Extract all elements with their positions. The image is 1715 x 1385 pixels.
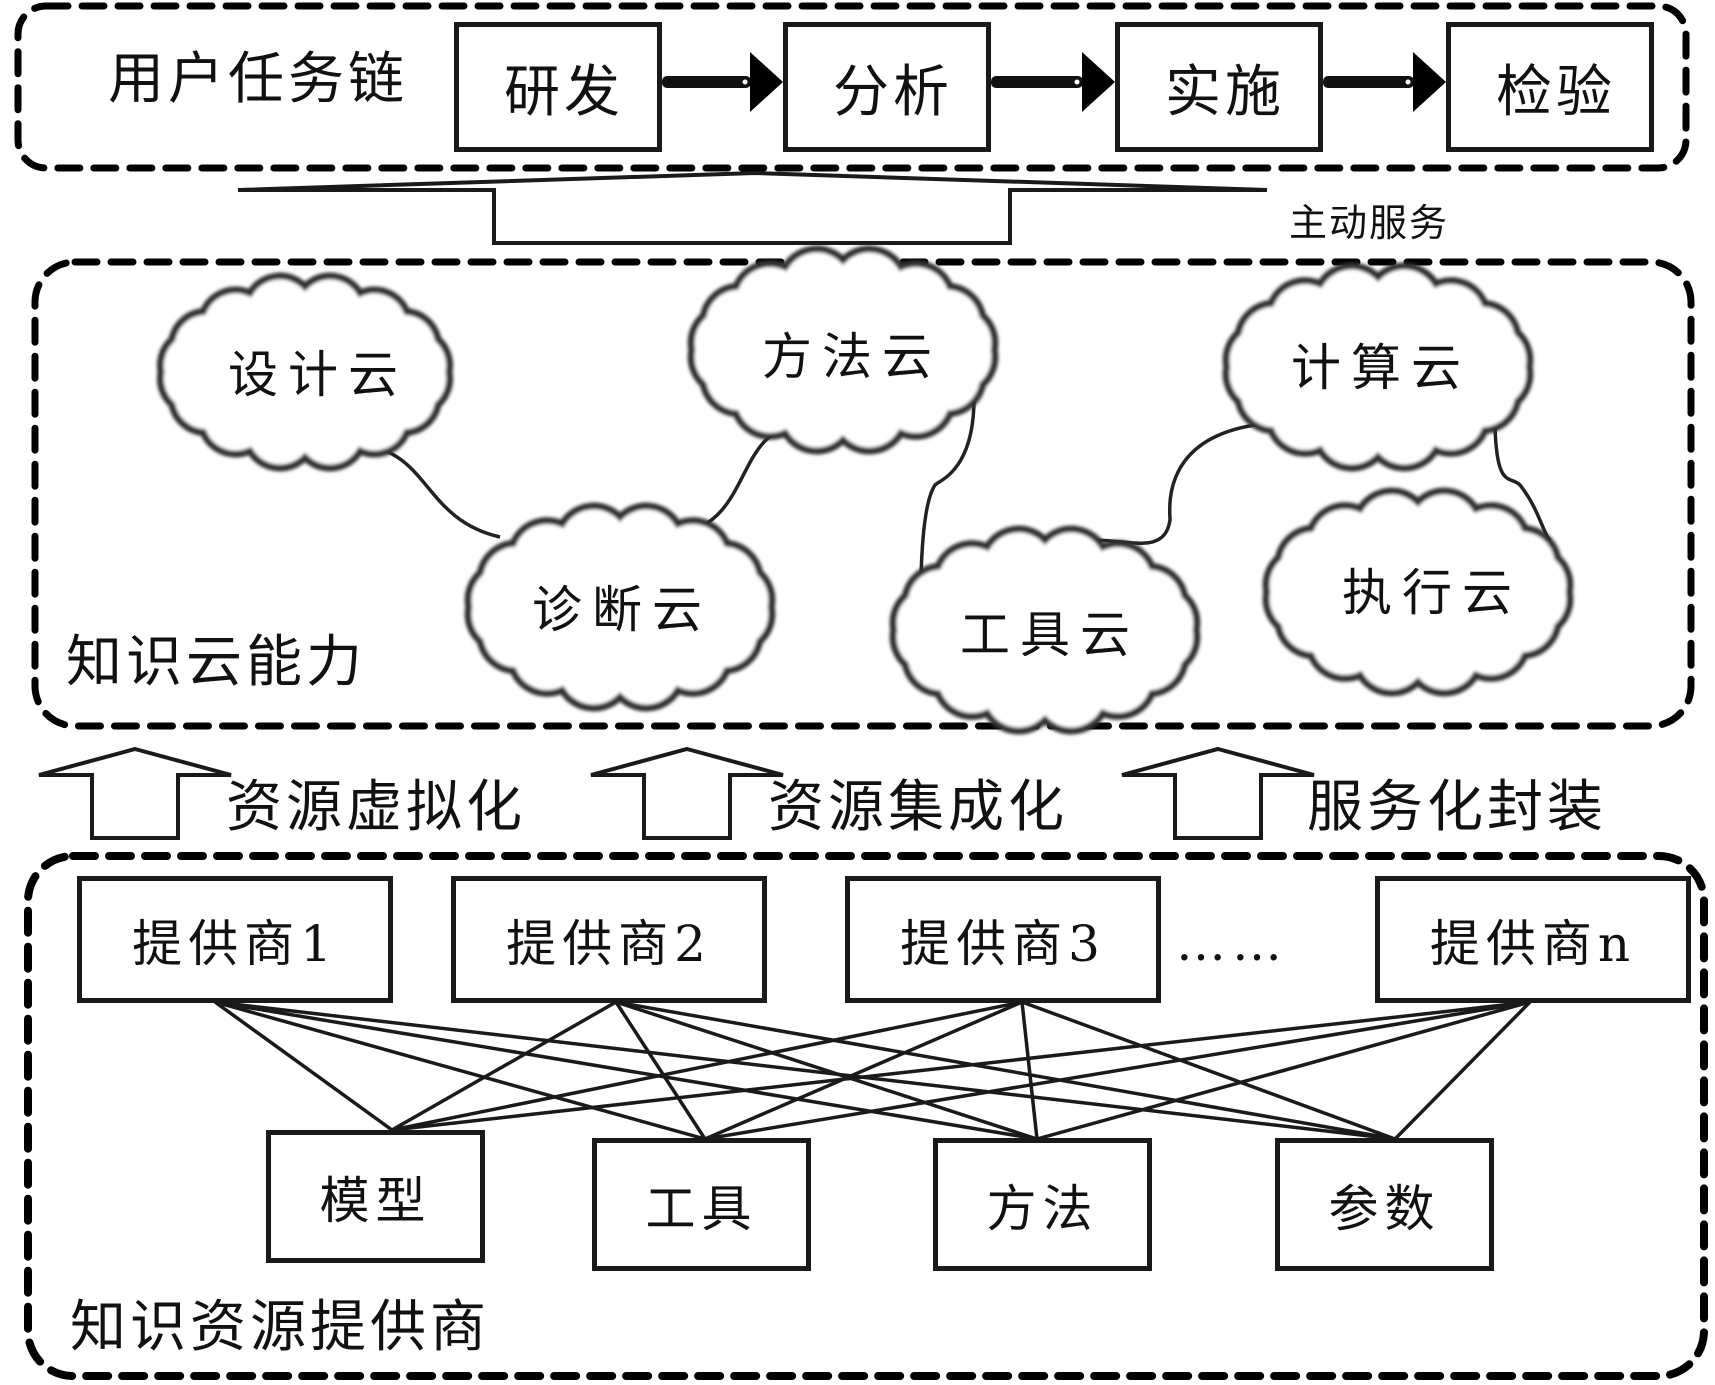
resource-box-tool: 工具	[592, 1138, 811, 1271]
provider-label: 提供商1	[132, 914, 338, 973]
cloud-label-execute: 执行云	[1342, 564, 1522, 622]
task-step-rd: 研发	[454, 22, 662, 152]
task-step-analysis: 分析	[783, 22, 991, 152]
resource-label: 工具	[645, 1179, 758, 1238]
chain-arrow	[662, 52, 783, 112]
provider-box-3: 提供商3	[845, 876, 1161, 1003]
provider-resource-link	[614, 1001, 707, 1140]
resource-label: 参数	[1328, 1179, 1441, 1238]
provider-box-2: 提供商2	[451, 876, 767, 1003]
chain-arrow	[1323, 52, 1446, 112]
provider-resource-link	[615, 1000, 1038, 1141]
task-step-label: 分析	[833, 59, 953, 125]
task-step-inspect: 检验	[1446, 22, 1654, 152]
cloud-link	[1091, 423, 1256, 545]
provider-resource-link	[1393, 1000, 1532, 1141]
provider-label: 提供商2	[506, 914, 712, 973]
provider-resource-link	[214, 1000, 706, 1141]
cloud-label-tool: 工具云	[960, 606, 1140, 664]
provider-resource-link	[1036, 1000, 1531, 1141]
provider-ellipsis: ……	[1176, 914, 1288, 972]
resource-label: 方法	[986, 1179, 1099, 1238]
cloud-label-diagnosis: 诊断云	[532, 581, 712, 639]
transform-label-service-packaging: 服务化封装	[1307, 775, 1607, 840]
cloud-label-design: 设计云	[228, 346, 408, 404]
provider-resource-link	[214, 1000, 1396, 1141]
resource-box-method: 方法	[933, 1138, 1152, 1271]
provider-box-1: 提供商1	[77, 876, 393, 1003]
task-step-implement: 实施	[1115, 22, 1323, 152]
resource-label: 模型	[319, 1171, 432, 1230]
provider-resource-link	[1021, 1000, 1396, 1141]
provider-resource-link	[214, 1000, 1038, 1141]
provider-resource-link	[1020, 1001, 1039, 1140]
task-chain-label: 用户任务链	[108, 52, 408, 108]
resource-box-model: 模型	[266, 1130, 485, 1263]
active-service-label: 主动服务	[1289, 201, 1450, 245]
provider-resource-link	[391, 1000, 617, 1132]
cloud-label-compute: 计算云	[1291, 339, 1471, 397]
cloud-execute	[1262, 487, 1574, 697]
active-service-arrow	[237, 170, 1268, 245]
cloud-tool	[889, 525, 1201, 735]
cloud-link	[1493, 426, 1552, 542]
provider-box-n: 提供商n	[1375, 876, 1691, 1003]
provider-label: 提供商3	[900, 914, 1106, 973]
provider-resource-link	[391, 1000, 1023, 1132]
cloud-capability-label: 知识云能力	[66, 630, 366, 695]
cloud-diagnosis	[464, 502, 776, 712]
provider-resource-link	[213, 1000, 394, 1132]
provider-resource-link	[391, 1000, 1531, 1132]
cloud-link	[919, 394, 976, 578]
provider-resource-link	[704, 1000, 1023, 1141]
up-arrow	[38, 746, 232, 840]
provider-frame	[24, 852, 1708, 1380]
task-step-label: 研发	[504, 59, 624, 125]
cloud-link	[364, 443, 501, 539]
up-arrow	[1121, 746, 1315, 840]
cloud-label-method: 方法云	[762, 328, 942, 386]
provider-label: 提供商n	[1429, 914, 1637, 973]
cloud-compute	[1222, 262, 1534, 472]
up-arrow	[590, 746, 784, 840]
provider-resource-link	[704, 1000, 1531, 1141]
task-step-label: 实施	[1165, 59, 1285, 125]
cloud-design	[156, 272, 454, 472]
task-chain-frame	[14, 2, 1690, 172]
resource-box-params: 参数	[1275, 1138, 1494, 1271]
chain-arrow	[991, 52, 1115, 112]
cloud-method	[687, 245, 999, 455]
provider-resource-link	[615, 1000, 1396, 1141]
task-step-label: 检验	[1496, 59, 1616, 125]
task-chain-label-text: 用户任务链	[108, 47, 408, 112]
transform-label-virtualization: 资源虚拟化	[226, 775, 526, 840]
provider-section-label: 知识资源提供商	[70, 1295, 490, 1360]
transform-label-integration: 资源集成化	[768, 775, 1068, 840]
